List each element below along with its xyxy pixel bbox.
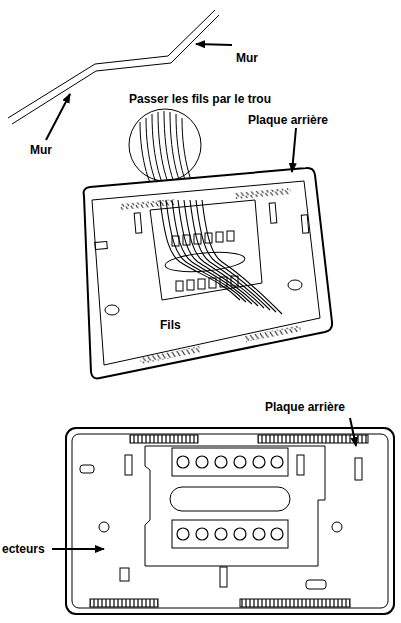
leader-arrow <box>46 94 70 140</box>
leader-arrow <box>350 418 356 446</box>
wall-hole <box>129 109 201 181</box>
leader-arrow <box>52 548 104 550</box>
wall <box>8 10 219 124</box>
wall-label: Mur <box>236 51 258 65</box>
wall-label: Mur <box>30 143 52 157</box>
part-label: Plaque arrière <box>248 113 328 127</box>
back-plate-upper <box>84 168 333 379</box>
part-label: Plaque arrière <box>265 400 345 414</box>
instruction-label: Passer les fils par le trou <box>129 92 271 106</box>
part-label: Fils <box>160 318 181 332</box>
part-label: ecteurs <box>2 542 45 556</box>
leader-arrow <box>196 44 232 45</box>
back-plate-lower <box>66 428 394 614</box>
wires-through-plate <box>160 200 282 314</box>
leader-arrow <box>292 128 296 172</box>
